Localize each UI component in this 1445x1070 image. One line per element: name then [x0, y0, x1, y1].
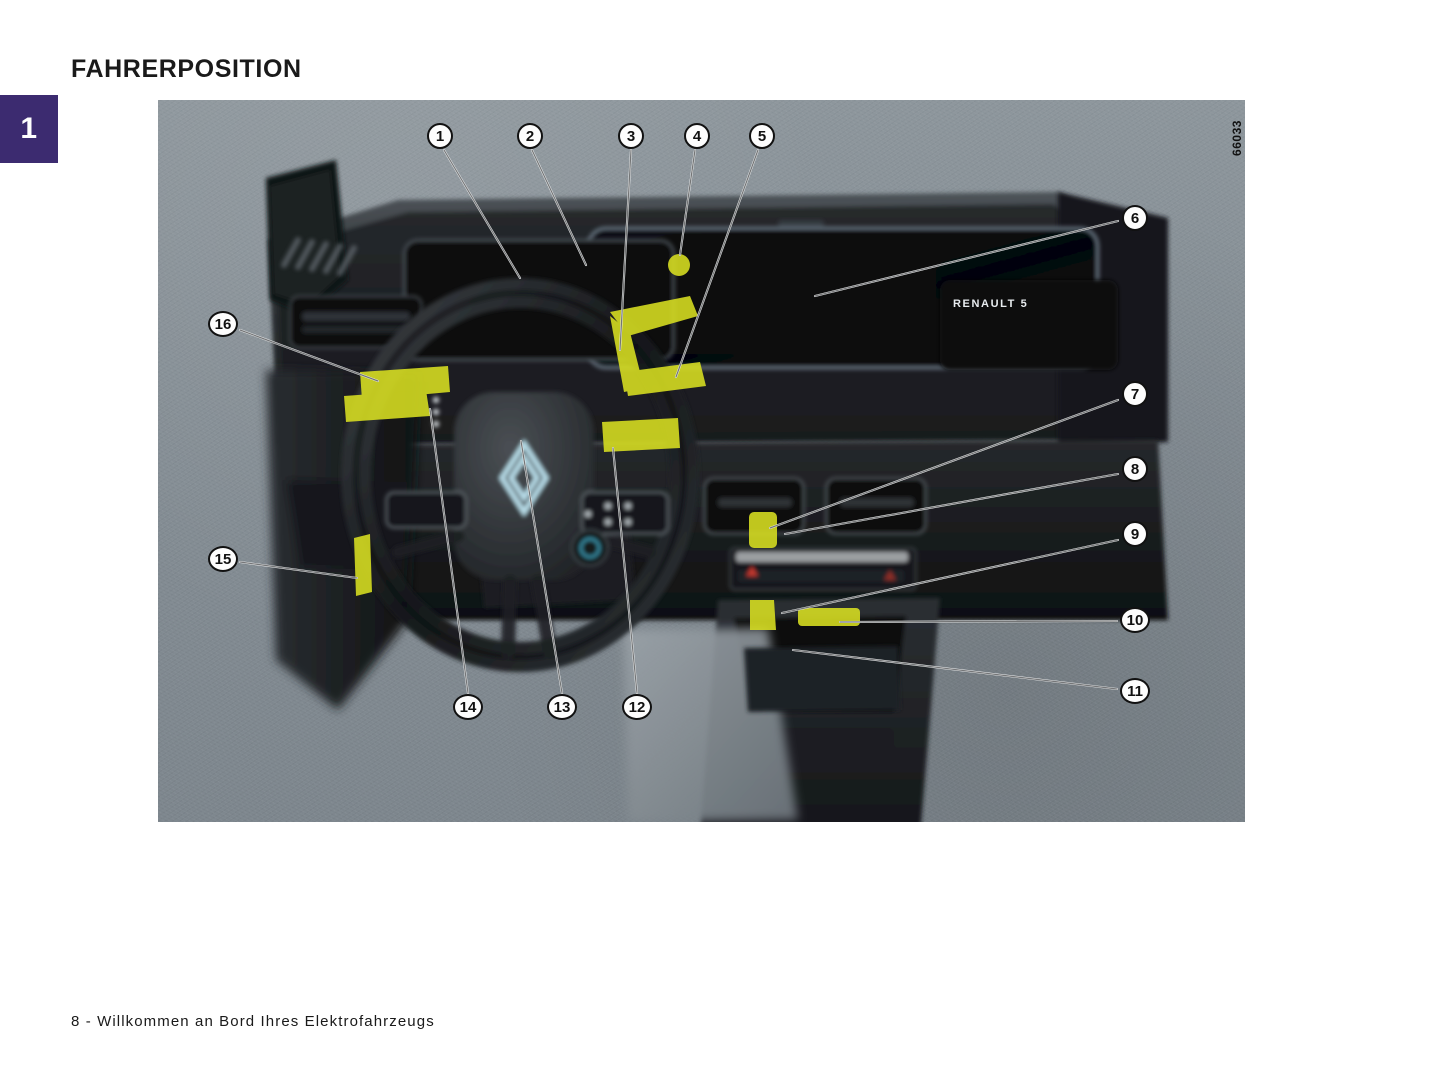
callout-marker-4: 4 — [684, 123, 710, 149]
renault-brand-badge: RENAULT 5 — [953, 298, 1028, 310]
chapter-tab: 1 — [0, 95, 58, 163]
chapter-number: 1 — [20, 112, 38, 145]
callout-leader-15 — [239, 561, 358, 579]
figure-reference: 66033 — [1228, 103, 1246, 173]
callout-leader-11 — [791, 648, 1119, 691]
callout-marker-8: 8 — [1122, 456, 1148, 482]
figure-texture — [158, 100, 1245, 822]
callout-marker-9: 9 — [1122, 521, 1148, 547]
callout-leader-3 — [618, 148, 633, 352]
callout-leader-4 — [679, 149, 696, 256]
callout-marker-11: 11 — [1120, 678, 1150, 704]
callout-marker-1: 1 — [427, 123, 453, 149]
dashboard-illustration — [266, 160, 1168, 822]
dashboard-figure: RENAULT 5 — [158, 100, 1245, 822]
callout-leader-5 — [675, 149, 759, 378]
renault-wordmark: RENAULT 5 — [953, 298, 1029, 310]
callout-marker-10: 10 — [1120, 607, 1150, 633]
callout-marker-2: 2 — [517, 123, 543, 149]
callout-marker-7: 7 — [1122, 381, 1148, 407]
callout-leader-8 — [784, 473, 1119, 535]
callout-leader-16 — [239, 329, 379, 382]
callout-leader-6 — [814, 220, 1119, 297]
callout-marker-13: 13 — [547, 694, 577, 720]
page-footer: 8 - Willkommen an Bord Ihres Elektrofahr… — [71, 1013, 435, 1030]
callout-leader-10 — [839, 620, 1118, 623]
callout-leader-2 — [530, 148, 588, 267]
callout-leader-4 — [678, 148, 697, 257]
callout-leader-16 — [238, 328, 380, 383]
page-title: FAHRERPOSITION — [71, 54, 302, 83]
callout-leader-7 — [768, 398, 1120, 530]
callout-leader-15 — [238, 560, 359, 580]
callout-marker-6: 6 — [1122, 205, 1148, 231]
callout-leader-3 — [619, 149, 632, 351]
callout-leader-12 — [611, 446, 639, 695]
callout-leader-14 — [428, 407, 470, 695]
callout-leader-1 — [443, 149, 521, 279]
highlight-overlays — [344, 254, 860, 630]
callout-leader-12 — [612, 447, 638, 694]
callout-leader-9 — [780, 538, 1120, 615]
callout-leader-13 — [519, 439, 564, 695]
callout-leader-10 — [838, 619, 1119, 624]
callout-marker-3: 3 — [618, 123, 644, 149]
callout-leader-lines — [238, 148, 1120, 695]
callout-leader-7 — [769, 399, 1119, 529]
callout-leader-2 — [531, 149, 587, 266]
callout-leader-8 — [783, 472, 1120, 536]
callout-leader-11 — [792, 649, 1118, 690]
callout-marker-14: 14 — [453, 694, 483, 720]
figure-reference-code: 66033 — [1230, 120, 1244, 156]
callout-leader-1 — [442, 148, 522, 280]
callout-leader-5 — [674, 148, 760, 379]
callout-marker-12: 12 — [622, 694, 652, 720]
callout-leader-14 — [429, 408, 469, 694]
callout-marker-5: 5 — [749, 123, 775, 149]
callout-marker-15: 15 — [208, 546, 238, 572]
callout-marker-16: 16 — [208, 311, 238, 337]
callout-leader-13 — [520, 440, 563, 694]
callout-leader-9 — [781, 539, 1119, 614]
callout-leader-6 — [813, 219, 1120, 298]
